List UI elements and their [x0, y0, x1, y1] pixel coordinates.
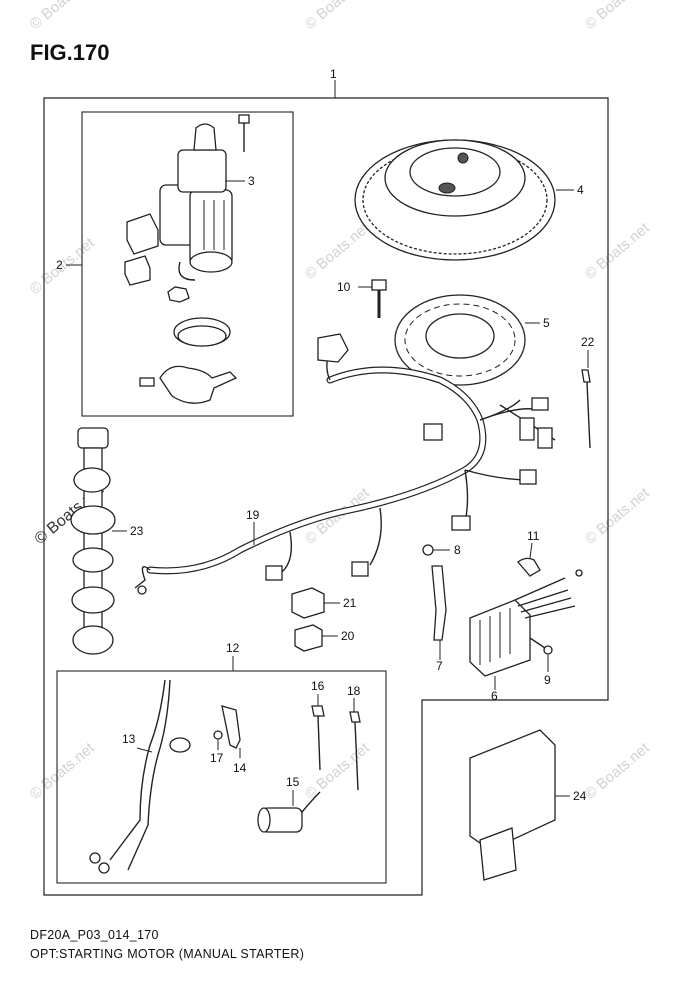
assembly-outline	[43, 97, 609, 896]
callout-10: 10	[337, 280, 351, 294]
watermark-text: © Boats.net	[582, 739, 654, 803]
watermark-text: © Boats.net	[27, 739, 99, 803]
bolt-illustration	[422, 544, 434, 556]
bracket-14-illustration	[221, 705, 241, 749]
callout-12: 12	[226, 641, 240, 655]
callout-6: 6	[491, 689, 498, 703]
figure-code: DF20A_P03_014_170	[30, 928, 159, 942]
callout-5: 5	[543, 316, 550, 330]
callout-2: 2	[56, 258, 63, 272]
callout-24: 24	[573, 789, 587, 803]
nut-illustration	[167, 286, 190, 303]
starter-motor-illustration	[159, 123, 233, 281]
callout-8: 8	[454, 543, 461, 557]
callout-18: 18	[347, 684, 361, 698]
tie-18-illustration	[349, 711, 361, 791]
callout-17: 17	[210, 751, 224, 765]
watermark-text: © Boats.net	[582, 219, 654, 283]
stator-illustration	[394, 294, 526, 386]
callout-13: 13	[122, 732, 136, 746]
watermark-text: © Boats.net	[582, 0, 654, 33]
callout-15: 15	[286, 775, 300, 789]
control-unit-illustration	[469, 729, 556, 881]
regulator-rectifier-illustration	[469, 569, 583, 677]
cable-13-illustration	[89, 679, 191, 874]
relay-illustration	[291, 587, 325, 619]
small-relay-illustration	[124, 213, 159, 286]
callout-1: 1	[330, 67, 337, 81]
callout-21: 21	[343, 596, 357, 610]
watermark-text: © Boats.net	[302, 739, 374, 803]
bolt-17-illustration	[213, 730, 223, 740]
bolt-illustration	[371, 279, 387, 318]
callout-16: 16	[311, 679, 325, 693]
callout-9: 9	[544, 673, 551, 687]
band-illustration	[173, 317, 231, 347]
figure-caption: OPT:STARTING MOTOR (MANUAL STARTER)	[30, 947, 305, 961]
watermark-text: © Boats.net	[302, 0, 374, 33]
callout-23: 23	[130, 524, 144, 538]
watermarks: © Boats.net © Boats.net © Boats.net © Bo…	[27, 0, 654, 803]
watermark-text: © Boats.net	[582, 484, 654, 548]
bolt-illustration	[238, 114, 250, 152]
tie-16-illustration	[311, 705, 325, 771]
clip-illustration	[517, 557, 541, 577]
watermark-text: © Boats.net	[302, 219, 374, 283]
cable-tie-illustration	[581, 369, 591, 449]
plug-15-illustration	[257, 791, 321, 833]
watermark-text: © Boats.net	[27, 0, 99, 33]
harness-kit-box	[56, 670, 387, 884]
callout-7: 7	[436, 659, 443, 673]
relay-illustration	[294, 624, 323, 652]
callout-11: 11	[527, 529, 540, 543]
callout-22: 22	[581, 335, 595, 349]
wiring-harness-illustration	[134, 333, 556, 595]
starter-subassembly-box	[81, 111, 294, 417]
clamp-illustration	[139, 365, 238, 404]
camshaft-illustration	[70, 427, 116, 655]
callout-19: 19	[246, 508, 260, 522]
callout-14: 14	[233, 761, 247, 775]
callout-3: 3	[248, 174, 255, 188]
callout-4: 4	[577, 183, 584, 197]
callout-20: 20	[341, 629, 355, 643]
figure-title: FIG.170	[30, 40, 110, 65]
flywheel-illustration	[354, 139, 556, 261]
bracket-illustration	[431, 565, 447, 641]
screw-illustration	[529, 637, 553, 655]
